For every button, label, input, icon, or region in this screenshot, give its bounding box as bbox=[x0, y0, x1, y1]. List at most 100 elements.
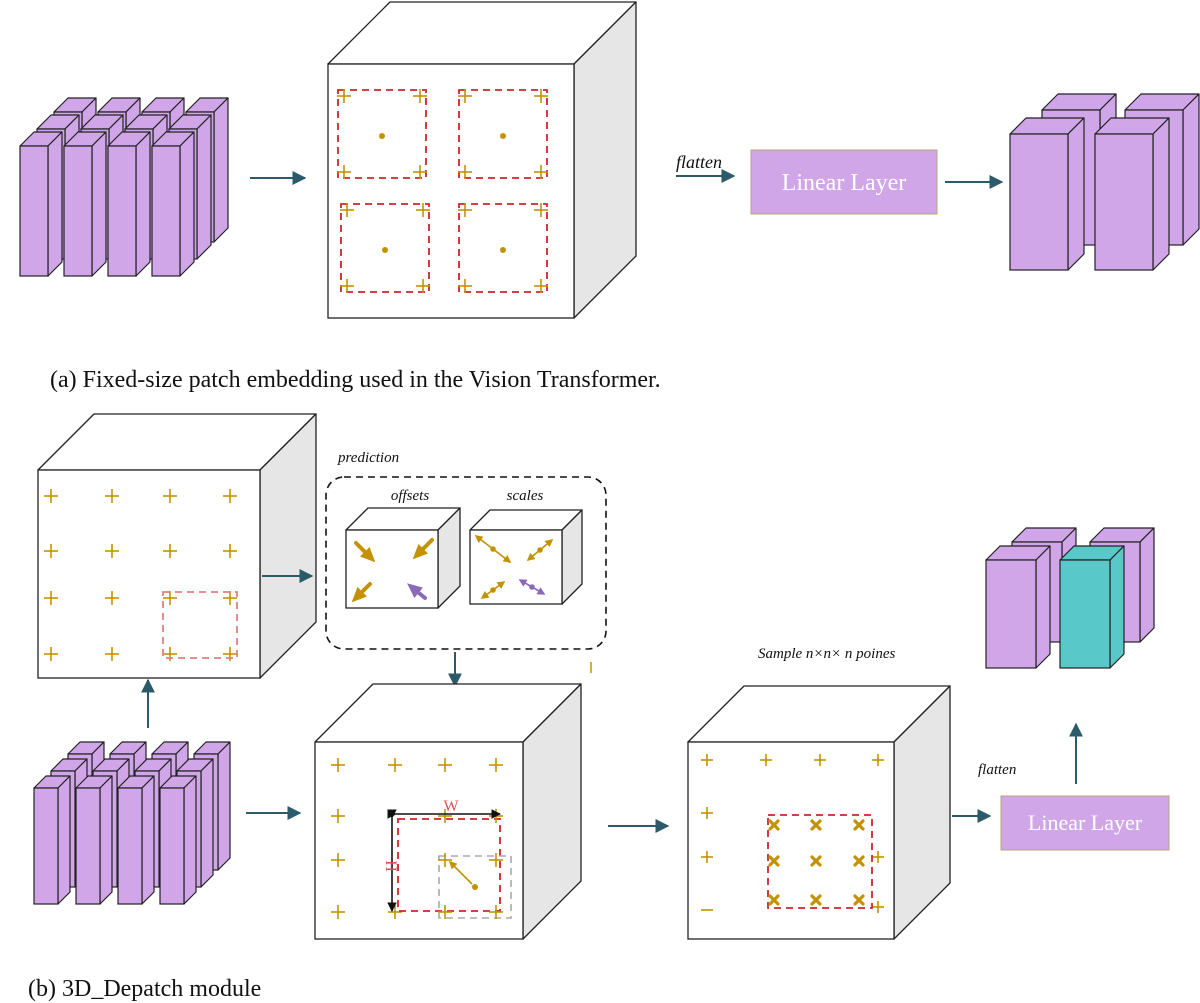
grid-point bbox=[340, 279, 354, 293]
feature-block bbox=[985, 545, 1051, 669]
feature-block bbox=[1009, 117, 1085, 271]
grid-point bbox=[105, 591, 119, 605]
grid-point bbox=[489, 853, 503, 867]
feature-block bbox=[75, 775, 113, 905]
feature-block bbox=[19, 131, 63, 277]
grid-point bbox=[105, 647, 119, 661]
patch-box bbox=[458, 203, 548, 293]
grid-point bbox=[331, 905, 345, 919]
linear-layer-b-label: Linear Layer bbox=[1028, 810, 1143, 835]
feature-block bbox=[151, 131, 195, 277]
scale-center bbox=[537, 547, 543, 553]
offsets-cube-body bbox=[345, 507, 461, 609]
scale-center bbox=[529, 584, 535, 590]
deformable-patch-cube: WH bbox=[314, 683, 582, 940]
grid-point bbox=[438, 853, 452, 867]
grid-point bbox=[458, 89, 472, 103]
linear-layer-a: Linear Layer bbox=[750, 149, 938, 215]
offsets-label: offsets bbox=[391, 488, 429, 504]
grid-point bbox=[340, 203, 354, 217]
grid-point bbox=[701, 851, 713, 863]
feature-block bbox=[107, 131, 151, 277]
grid-point bbox=[44, 647, 58, 661]
grid-point bbox=[701, 807, 713, 819]
patch-box bbox=[337, 89, 427, 179]
patch-cube-a bbox=[327, 1, 637, 319]
prediction-label: prediction bbox=[337, 450, 399, 466]
grid-point bbox=[814, 754, 826, 766]
sampled-point bbox=[810, 894, 822, 906]
height-label: H bbox=[382, 860, 399, 872]
grid-point bbox=[760, 754, 772, 766]
sampling-box bbox=[767, 814, 873, 909]
sampled-point bbox=[768, 894, 780, 906]
grid-point bbox=[331, 853, 345, 867]
grid-point bbox=[872, 901, 884, 913]
prediction-box: prediction bbox=[325, 450, 607, 650]
grid-point bbox=[388, 758, 402, 772]
grid-point bbox=[438, 758, 452, 772]
reference-patch-box bbox=[438, 855, 512, 919]
grid-point bbox=[105, 544, 119, 558]
feature-block bbox=[159, 775, 197, 905]
patch-center bbox=[382, 247, 388, 253]
grid-point bbox=[872, 851, 884, 863]
sampled-cube-body bbox=[687, 685, 951, 940]
grid-point bbox=[416, 203, 430, 217]
grid-point bbox=[331, 809, 345, 823]
grid-point bbox=[223, 489, 237, 503]
reference-points-cube bbox=[37, 413, 317, 679]
offset-arrow-head bbox=[351, 587, 367, 603]
input-feature-stack-a bbox=[19, 97, 229, 277]
grid-point bbox=[413, 165, 427, 179]
sample-label: Sample n×n× n poines bbox=[758, 646, 895, 662]
grid-point bbox=[438, 905, 452, 919]
grid-point bbox=[44, 544, 58, 558]
grid-point bbox=[331, 758, 345, 772]
grid-point bbox=[163, 591, 177, 605]
scales-label: scales bbox=[507, 488, 544, 504]
linear-layer-a-label: Linear Layer bbox=[782, 170, 907, 196]
offset-arrow-head bbox=[412, 544, 428, 560]
scales-cube-body bbox=[469, 509, 583, 605]
grid-point bbox=[223, 591, 237, 605]
grid-point bbox=[163, 544, 177, 558]
grid-point bbox=[489, 758, 503, 772]
patch-center bbox=[379, 133, 385, 139]
grid-point bbox=[458, 165, 472, 179]
feature-block bbox=[117, 775, 155, 905]
grid-point bbox=[413, 89, 427, 103]
caption-a: (a) Fixed-size patch embedding used in t… bbox=[50, 367, 661, 393]
grid-point bbox=[534, 89, 548, 103]
grid-point bbox=[105, 489, 119, 503]
sampled-points-cube bbox=[687, 685, 951, 940]
sampled-point bbox=[810, 855, 822, 867]
deformable-cube-body bbox=[314, 683, 582, 940]
grid-point bbox=[872, 754, 884, 766]
caption-b: (b) 3D_Depatch module bbox=[28, 976, 261, 1002]
grid-point bbox=[416, 279, 430, 293]
offset-vector bbox=[448, 860, 473, 885]
output-tokens-b bbox=[985, 527, 1155, 669]
grid-point bbox=[163, 489, 177, 503]
sampled-point bbox=[810, 819, 822, 831]
grid-point bbox=[489, 905, 503, 919]
width-label: W bbox=[443, 798, 459, 815]
patch-box bbox=[340, 203, 430, 293]
grid-point bbox=[534, 165, 548, 179]
output-tokens-a bbox=[1009, 93, 1200, 271]
patch-center bbox=[500, 247, 506, 253]
feature-block bbox=[1094, 117, 1170, 271]
grid-point bbox=[701, 754, 713, 766]
scale-center bbox=[490, 587, 496, 593]
grid-point bbox=[44, 489, 58, 503]
sampled-point bbox=[853, 819, 865, 831]
grid-point bbox=[534, 279, 548, 293]
flatten-label-b: flatten bbox=[978, 762, 1016, 778]
feature-block bbox=[1059, 545, 1125, 669]
input-feature-stack-b bbox=[33, 741, 231, 905]
grid-point bbox=[337, 165, 351, 179]
patch-box bbox=[458, 89, 548, 179]
scales-cube bbox=[469, 509, 583, 605]
grid-point bbox=[458, 203, 472, 217]
